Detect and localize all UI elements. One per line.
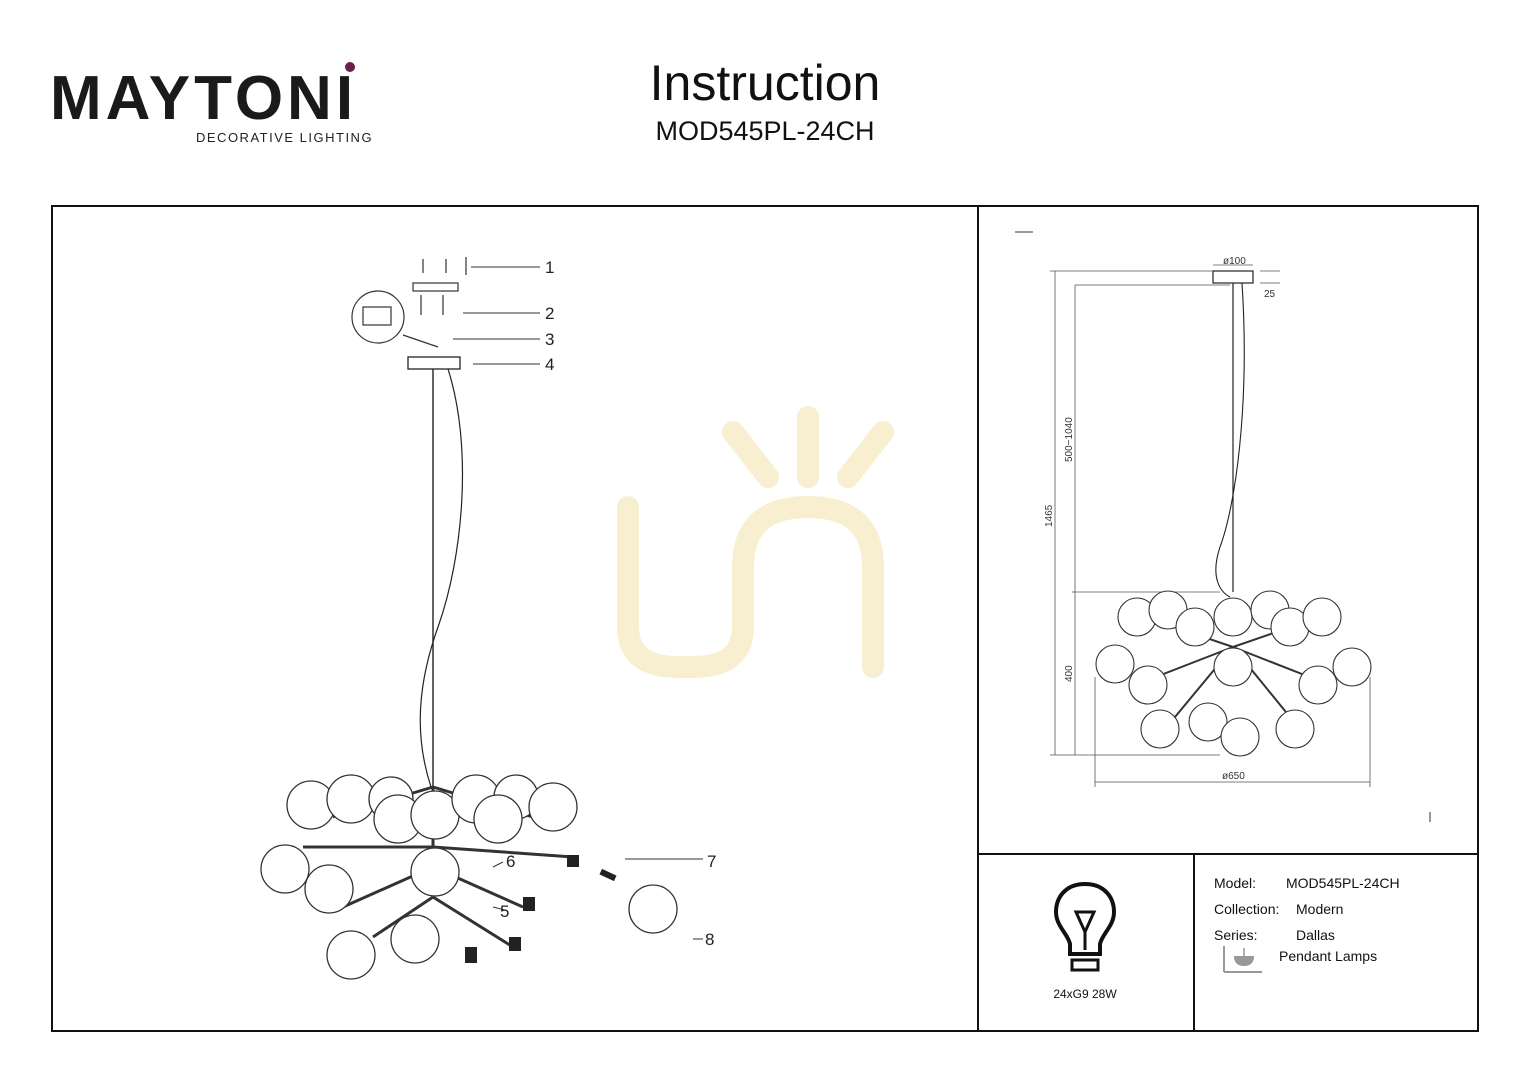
dimension-lines bbox=[1050, 264, 1371, 787]
lamp-sockets bbox=[465, 855, 617, 963]
dim-suspension-range: 500~1040 bbox=[1064, 417, 1075, 462]
collection-value: Modern bbox=[1296, 901, 1344, 917]
power-rating: 24xG9 28W bbox=[1053, 987, 1117, 1001]
dim-canopy-diameter: ø100 bbox=[1223, 256, 1246, 267]
callout-4: 4 bbox=[545, 355, 554, 374]
model-label: Model: bbox=[1214, 875, 1257, 891]
dim-glass-globes bbox=[1095, 590, 1372, 757]
callout-3: 3 bbox=[545, 330, 554, 349]
assembly-drawing: 1 2 3 4 5 6 7 8 bbox=[260, 257, 894, 980]
power-cord bbox=[419, 368, 464, 788]
brand-tagline: DECORATIVE LIGHTING bbox=[196, 130, 374, 145]
series-label: Series: bbox=[1214, 927, 1258, 943]
callout-leaders bbox=[453, 266, 703, 940]
pendant-lamp-icon bbox=[1223, 946, 1262, 973]
glass-globes bbox=[260, 774, 678, 980]
callout-1: 1 bbox=[545, 258, 554, 277]
drawing-frame bbox=[51, 205, 1479, 1032]
page-title: Instruction bbox=[649, 55, 881, 111]
lamp-type: Pendant Lamps bbox=[1279, 948, 1378, 964]
bulb-icon bbox=[1053, 881, 1117, 972]
callout-6: 6 bbox=[506, 852, 515, 871]
mounting-hardware bbox=[351, 257, 467, 348]
callout-7: 7 bbox=[707, 852, 716, 871]
dimension-labels: ø100 25 500~1040 1465 400 ø650 bbox=[1044, 256, 1276, 782]
frame-divider-horizontal bbox=[977, 853, 1477, 855]
dim-canopy bbox=[1212, 270, 1254, 284]
dimension-drawing: ø100 25 500~1040 1465 400 ø650 bbox=[1015, 231, 1431, 822]
dim-canopy-height: 25 bbox=[1264, 289, 1276, 300]
collection-label: Collection: bbox=[1214, 901, 1280, 917]
callout-2: 2 bbox=[545, 304, 554, 323]
frame-divider-vertical bbox=[977, 205, 979, 1030]
dim-body-height: 400 bbox=[1064, 665, 1075, 682]
callout-labels: 1 2 3 4 5 6 7 8 bbox=[500, 258, 716, 949]
canopy bbox=[407, 356, 461, 370]
model-heading: MOD545PL-24CH bbox=[655, 116, 875, 146]
brand-logo: MAYTONI bbox=[50, 64, 358, 133]
dim-body-diameter: ø650 bbox=[1222, 771, 1245, 782]
callout-5: 5 bbox=[500, 902, 509, 921]
logo-accent-dot bbox=[345, 62, 355, 72]
spec-divider bbox=[1193, 853, 1195, 1030]
dim-total-height: 1465 bbox=[1044, 504, 1055, 527]
watermark-logo bbox=[617, 406, 894, 678]
model-value: MOD545PL-24CH bbox=[1286, 875, 1400, 891]
callout-8: 8 bbox=[705, 930, 714, 949]
series-value: Dallas bbox=[1296, 927, 1335, 943]
